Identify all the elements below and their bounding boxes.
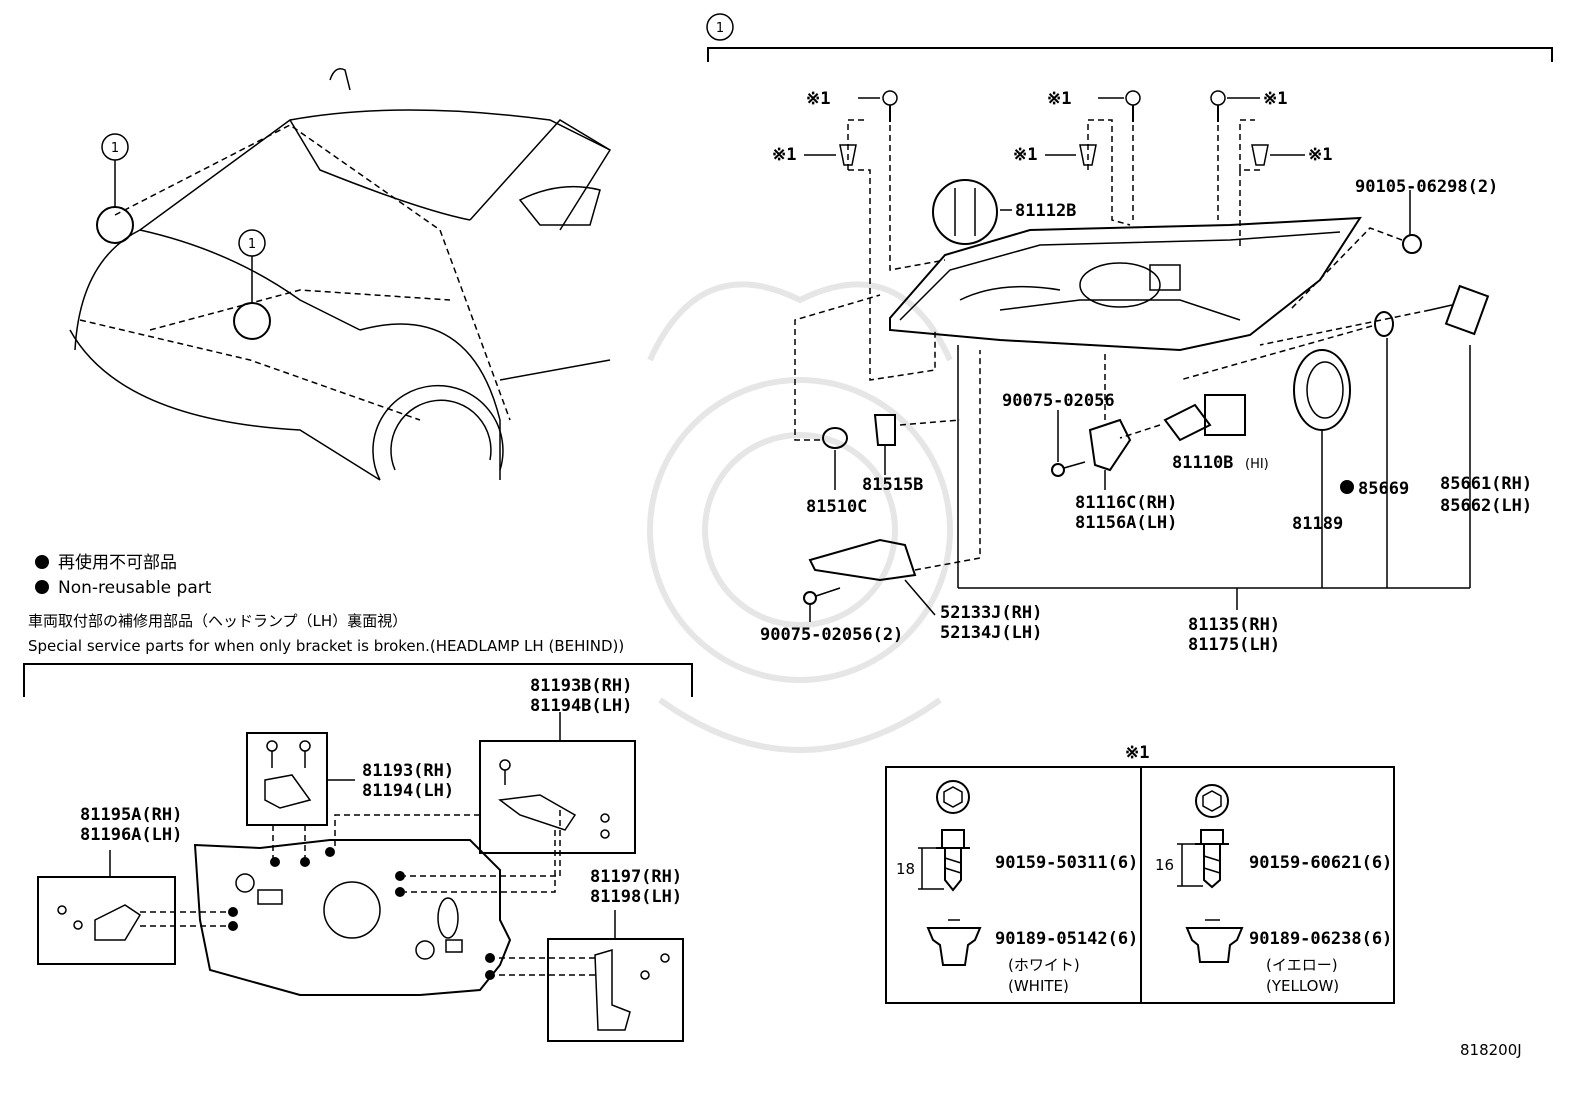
- label-90159-50311: 90159-50311(6): [995, 853, 1138, 873]
- part-bracket-81116C: [1051, 350, 1132, 490]
- legend-dot: [35, 555, 49, 569]
- label-81194B: 81194B(LH): [530, 696, 632, 716]
- note-mark: ※1: [1308, 145, 1332, 165]
- label-90075-02056-2: 90075-02056(2): [760, 625, 903, 645]
- fastener-table: [885, 766, 1395, 1004]
- clip-color-jp-yellow: (イエロー): [1266, 956, 1338, 974]
- label-85661: 85661(RH): [1440, 474, 1532, 494]
- note-mark: ※1: [1013, 145, 1037, 165]
- bracket-box-81197: [495, 910, 684, 1042]
- label-81193: 81193(RH): [362, 761, 454, 781]
- label-81196A: 81196A(LH): [80, 825, 182, 845]
- label-90159-60621: 90159-60621(6): [1249, 853, 1392, 873]
- part-cap-81112B: [932, 179, 1012, 245]
- vehicle-front-sketch: [69, 68, 612, 481]
- assembly-leader-lines: [957, 338, 1471, 610]
- part-repair-bracket-52133J: [803, 350, 981, 622]
- bracket-box-81193: [246, 732, 355, 858]
- part-bulb-81110B: [1119, 394, 1246, 442]
- legend-dot: [35, 580, 49, 594]
- clip-color-en-yellow: (YELLOW): [1266, 977, 1339, 995]
- svg-text:1: 1: [248, 237, 256, 252]
- label-85662: 85662(LH): [1440, 496, 1532, 516]
- part-o-ring-85669: [1179, 311, 1394, 381]
- label-90189-05142: 90189-05142(6): [995, 929, 1138, 949]
- label-81194: 81194(LH): [362, 781, 454, 801]
- diagram-id: 818200J: [1460, 1041, 1522, 1059]
- dim-18: 18: [896, 860, 915, 878]
- label-81175: 81175(LH): [1188, 635, 1280, 655]
- clip-color-en-white: (WHITE): [1008, 977, 1069, 995]
- screw-clip-group: [804, 90, 1305, 381]
- label-52133J: 52133J(RH): [940, 603, 1042, 623]
- part-socket-81515B: [794, 294, 961, 490]
- watermark-logo: [647, 281, 953, 753]
- label-81189: 81189: [1292, 514, 1343, 534]
- callout-marker: 1: [101, 133, 129, 161]
- note-mark: ※1: [806, 89, 830, 109]
- section-bracket-line: [23, 663, 693, 697]
- bracket-box-81193B: [334, 712, 636, 893]
- label-85669: 85669: [1358, 479, 1409, 499]
- part-cover-81189: [1293, 349, 1351, 431]
- bracket-box-81195A: [37, 850, 228, 965]
- label-81510C: 81510C: [806, 497, 867, 517]
- headlamp-housing: [889, 216, 1362, 352]
- note-mark: ※1: [1047, 89, 1071, 109]
- svg-text:1: 1: [111, 141, 119, 156]
- label-81197: 81197(RH): [590, 867, 682, 887]
- label-52134J: 52134J(LH): [940, 623, 1042, 643]
- part-leveling-actuator: [1259, 284, 1490, 346]
- label-81515B: 81515B: [862, 475, 923, 495]
- service-note-jp: 車両取付部の補修用部品（ヘッドランプ（LH）裏面視）: [28, 612, 407, 630]
- label-81156A: 81156A(LH): [1075, 513, 1177, 533]
- table-note-mark: ※1: [1125, 743, 1149, 763]
- label-81195A: 81195A(RH): [80, 805, 182, 825]
- callout-marker: 1: [238, 229, 266, 257]
- label-81110B-sub: (HI): [1245, 457, 1269, 472]
- note-mark: ※1: [1263, 89, 1287, 109]
- label-81198: 81198(LH): [590, 887, 682, 907]
- callout-marker: 1: [706, 13, 734, 41]
- assembly-bracket-line: [707, 47, 1553, 62]
- svg-text:1: 1: [716, 21, 724, 36]
- label-81112B: 81112B: [1015, 201, 1076, 221]
- label-90189-06238: 90189-06238(6): [1249, 929, 1392, 949]
- label-81193B: 81193B(RH): [530, 676, 632, 696]
- label-81110B: 81110B: [1172, 453, 1233, 473]
- non-reusable-dot: [1340, 480, 1354, 494]
- dim-16: 16: [1155, 856, 1174, 874]
- label-90105-06298: 90105-06298(2): [1355, 177, 1498, 197]
- headlamp-back-outline: [193, 839, 512, 996]
- legend-text-jp: 再使用不可部品: [58, 552, 177, 573]
- legend-text-en: Non-reusable part: [58, 578, 212, 598]
- label-81135: 81135(RH): [1188, 615, 1280, 635]
- note-mark: ※1: [772, 145, 796, 165]
- label-90075-02056: 90075-02056: [1002, 391, 1115, 411]
- clip-color-jp-white: (ホワイト): [1008, 956, 1080, 974]
- part-bolt-90105: [1289, 190, 1422, 311]
- service-note-en: Special service parts for when only brac…: [28, 637, 624, 655]
- label-81116C: 81116C(RH): [1075, 493, 1177, 513]
